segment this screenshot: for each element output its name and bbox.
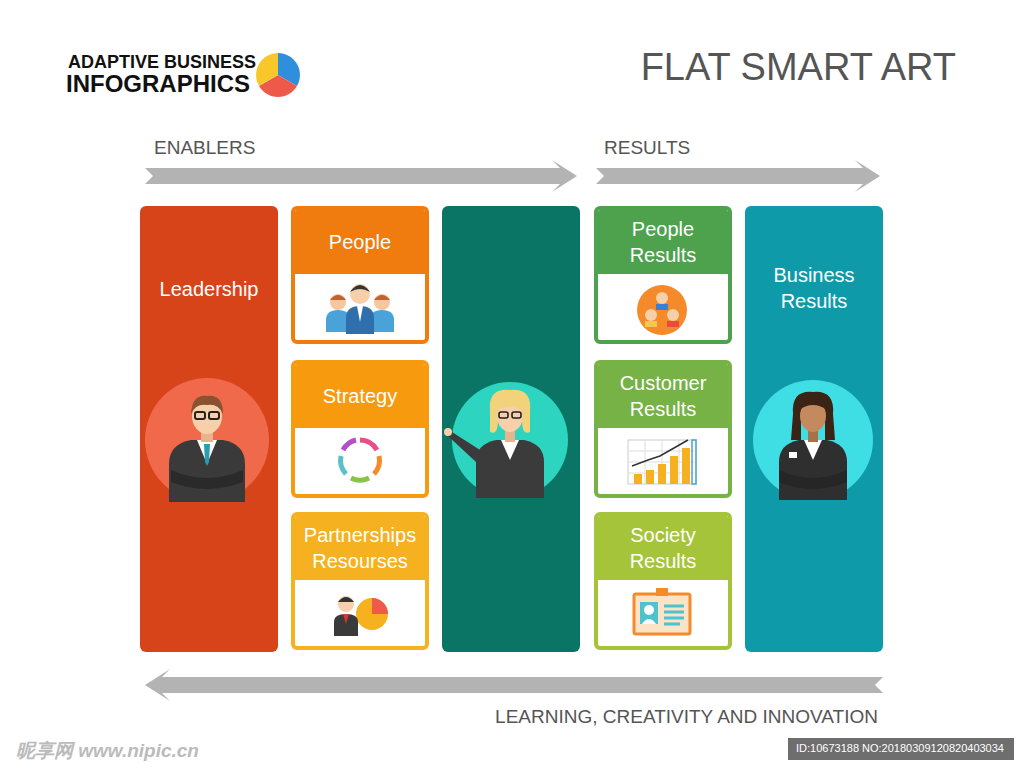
businesswoman <box>779 392 847 500</box>
node-text: Strategy <box>323 383 397 409</box>
flow-arrows <box>145 160 883 701</box>
avatar-circle <box>753 380 873 500</box>
card-header: People <box>295 210 425 274</box>
center-column <box>442 206 580 652</box>
logo-text: ADAPTIVE BUSINESS <box>68 52 256 73</box>
node-text: Customer Results <box>606 370 720 422</box>
avatar-circle <box>145 378 269 502</box>
node-text: Partnerships Resourses <box>303 522 417 574</box>
card-header: Leadership <box>140 206 278 306</box>
section-label: ENABLERS <box>154 137 255 159</box>
card-header: Customer Results <box>598 364 728 428</box>
cycle-icon <box>341 440 380 480</box>
watermark-bar <box>788 738 1014 760</box>
watermark-id: ID:10673188 NO:20180309120820403034 <box>796 742 1004 754</box>
node-text: Society Results <box>606 522 720 574</box>
node-text: People Results <box>606 216 720 268</box>
header-card: Partnerships Resourses <box>291 512 429 650</box>
logo-pie <box>256 53 300 97</box>
card-header: Society Results <box>598 516 728 580</box>
id-badge-icon <box>634 588 690 634</box>
partner-icon <box>334 596 388 636</box>
header-card: Strategy <box>291 360 429 498</box>
card-header: People Results <box>598 210 728 274</box>
card-header: Strategy <box>295 364 425 428</box>
avatar-circle <box>452 382 568 498</box>
node-text: People <box>329 229 391 255</box>
page-title: FLAT SMART ART <box>641 46 956 89</box>
businesswoman-presenting <box>444 390 544 498</box>
businessman <box>169 396 245 502</box>
node-text: Business Results <box>755 262 873 314</box>
watermark: 昵享网 www.nipic.cn <box>16 738 199 764</box>
logo-text: INFOGRAPHICS <box>66 70 250 98</box>
chart-icon <box>628 440 696 484</box>
people-icon <box>326 284 394 334</box>
people-results-icon <box>637 285 687 335</box>
footer-label: LEARNING, CREATIVITY AND INNOVATION <box>495 706 878 728</box>
card-header: Business Results <box>745 206 883 318</box>
card-header: Partnerships Resourses <box>295 516 425 580</box>
section-label: RESULTS <box>604 137 690 159</box>
node-text: Leadership <box>160 276 259 302</box>
